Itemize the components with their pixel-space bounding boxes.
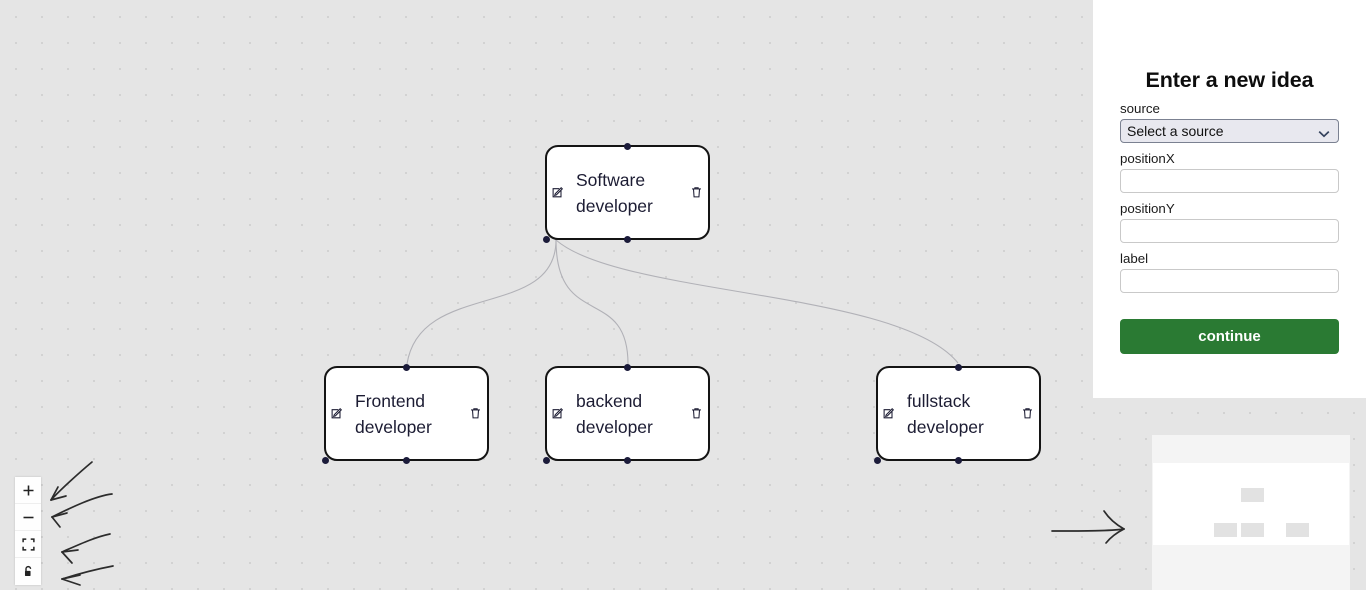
node-label: fullstack developer bbox=[907, 390, 984, 437]
fit-view-button[interactable] bbox=[15, 531, 41, 558]
new-idea-panel: Enter a new idea source Select a source … bbox=[1093, 0, 1366, 398]
continue-button[interactable]: continue bbox=[1120, 319, 1339, 354]
edge-software-to-frontend bbox=[406, 239, 557, 365]
edit-icon[interactable] bbox=[551, 407, 564, 420]
edit-icon[interactable] bbox=[551, 186, 564, 199]
trash-icon[interactable] bbox=[690, 407, 703, 420]
zoom-in-button[interactable] bbox=[15, 477, 41, 504]
toggle-interactivity-button[interactable] bbox=[15, 558, 41, 585]
edit-icon[interactable] bbox=[330, 407, 343, 420]
positionx-input[interactable] bbox=[1120, 169, 1339, 193]
handle-bottom-left[interactable] bbox=[874, 456, 881, 464]
fit-view-icon bbox=[21, 537, 35, 551]
lock-icon bbox=[22, 565, 35, 578]
minimap[interactable] bbox=[1152, 435, 1350, 590]
source-select[interactable]: Select a source bbox=[1120, 119, 1339, 143]
positiony-input[interactable] bbox=[1120, 219, 1339, 243]
node-label: Frontend developer bbox=[355, 390, 432, 437]
handle-bottom-left[interactable] bbox=[543, 456, 550, 464]
flow-canvas[interactable]: Software developer Frontend developer bbox=[0, 0, 1093, 590]
minimap-node bbox=[1286, 523, 1309, 537]
page-title: Enter a new idea bbox=[1145, 68, 1314, 92]
label-input[interactable] bbox=[1120, 269, 1339, 293]
handle-top[interactable] bbox=[624, 142, 631, 150]
source-select-wrapper: Select a source bbox=[1120, 119, 1339, 143]
handle-bottom-center[interactable] bbox=[403, 456, 410, 464]
canvas-controls[interactable] bbox=[15, 477, 41, 585]
minimap-node bbox=[1241, 523, 1264, 537]
node-frontend-developer[interactable]: Frontend developer bbox=[322, 363, 489, 464]
trash-icon[interactable] bbox=[469, 407, 482, 420]
handle-top[interactable] bbox=[955, 363, 962, 371]
minus-icon bbox=[22, 511, 35, 524]
node-backend-developer[interactable]: backend developer bbox=[543, 363, 710, 464]
edge-layer bbox=[406, 239, 959, 365]
node-label: Software developer bbox=[576, 169, 653, 216]
node-software-developer[interactable]: Software developer bbox=[543, 142, 710, 243]
minimap-node bbox=[1241, 488, 1264, 502]
minimap-node bbox=[1214, 523, 1237, 537]
positionx-label: positionX bbox=[1120, 151, 1175, 166]
edge-software-to-backend bbox=[555, 239, 629, 365]
node-label: backend developer bbox=[576, 390, 653, 437]
handle-top[interactable] bbox=[624, 363, 631, 371]
node-fullstack-developer[interactable]: fullstack developer bbox=[874, 363, 1041, 464]
trash-icon[interactable] bbox=[1021, 407, 1034, 420]
handle-top[interactable] bbox=[403, 363, 410, 371]
handle-bottom-center[interactable] bbox=[624, 235, 631, 243]
handle-bottom-center[interactable] bbox=[624, 456, 631, 464]
handle-bottom-center[interactable] bbox=[955, 456, 962, 464]
edge-software-to-fullstack bbox=[555, 239, 959, 364]
edit-icon[interactable] bbox=[882, 407, 895, 420]
source-label: source bbox=[1120, 101, 1160, 116]
trash-icon[interactable] bbox=[690, 186, 703, 199]
plus-icon bbox=[22, 484, 35, 497]
handle-bottom-left[interactable] bbox=[322, 456, 329, 464]
zoom-out-button[interactable] bbox=[15, 504, 41, 531]
label-label: label bbox=[1120, 251, 1149, 266]
handle-bottom-left[interactable] bbox=[543, 235, 550, 243]
positiony-label: positionY bbox=[1120, 201, 1175, 216]
